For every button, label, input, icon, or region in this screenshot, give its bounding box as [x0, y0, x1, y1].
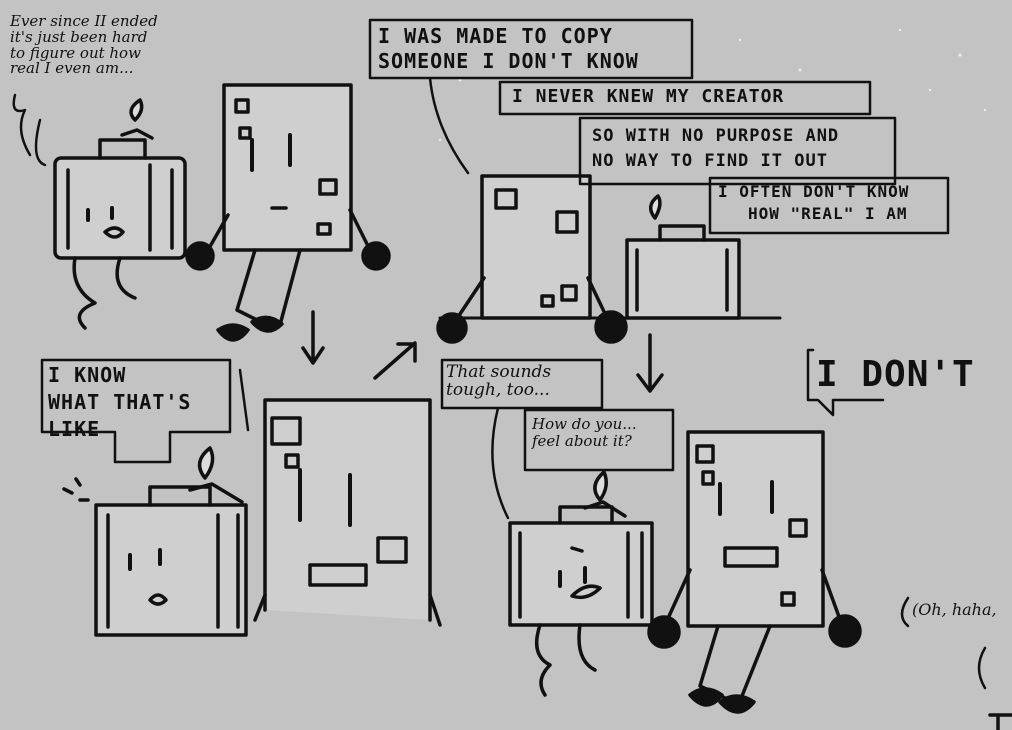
- bubble-panel3: [40, 358, 250, 464]
- panel5-bubble: (Oh, haha,: [912, 600, 997, 619]
- panel2-bubble-4b: HOW "REAL" I AM: [748, 204, 908, 223]
- bubble-panel2-1: [368, 18, 694, 175]
- panel4-tall-character: [647, 430, 862, 714]
- arrow-down-1: [301, 310, 325, 365]
- panel4-bubble-1: That sounds tough, too...: [446, 362, 552, 400]
- panel4-bubble-2: How do you... feel about it?: [532, 415, 637, 451]
- bubble-panel4-3: [806, 348, 885, 417]
- bubble-panel2-3: [578, 116, 897, 186]
- panel2-bubble-2: I NEVER KNEW MY CREATOR: [512, 86, 785, 107]
- panel2-tall-character: [436, 174, 628, 344]
- panel3-tall-character: [253, 398, 442, 627]
- panel3-suitcase-character: [62, 446, 248, 637]
- panel2-bubble-1: I WAS MADE TO COPY SOMEONE I DON'T KNOW: [378, 24, 639, 73]
- bubble-panel2-4: [708, 176, 950, 235]
- panel2-suitcase-character: [625, 194, 741, 320]
- sparkle-stars: [418, 28, 987, 142]
- panel1-tall-character: [185, 83, 391, 342]
- panel2-bubble-3: SO WITH NO PURPOSE AND NO WAY TO FIND IT…: [592, 126, 840, 171]
- panel1-caption: Ever since II ended it's just been hard …: [10, 12, 158, 78]
- panel2-bubble-4a: I OFTEN DON'T KNOW: [718, 182, 910, 201]
- panel1-suitcase-character: [53, 98, 187, 330]
- bubble-panel2-2: [498, 80, 872, 116]
- bubble-panel5: [900, 596, 987, 690]
- bubble-panel4-2: [523, 408, 675, 472]
- panel5-edge-character: [988, 713, 1012, 730]
- arrow-down-2: [636, 333, 664, 393]
- arrow-up-right: [373, 341, 417, 380]
- panel4-suitcase-character: [508, 470, 654, 697]
- panel3-bubble: I KNOW WHAT THAT'S LIKE: [48, 363, 192, 441]
- bubble-panel4-1: [440, 358, 604, 520]
- bubble-panel1: [12, 93, 47, 167]
- panel4-bubble-3: I DON'T: [816, 354, 975, 395]
